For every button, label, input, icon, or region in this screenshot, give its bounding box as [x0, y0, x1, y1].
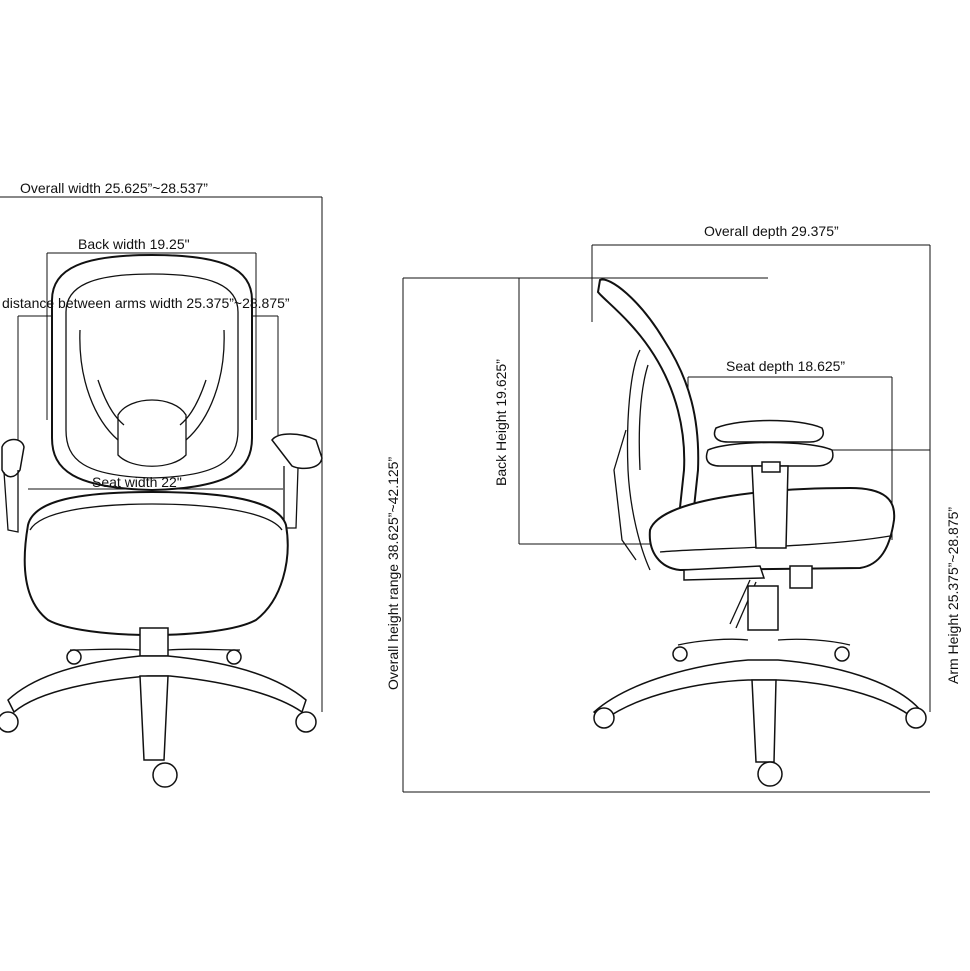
overall-height-range-label: Overall height range 38.625”~42.125” [385, 457, 401, 690]
front-right-armrest [271, 433, 323, 529]
front-backrest [51, 253, 253, 492]
front-left-armrest [1, 438, 25, 533]
side-base [592, 638, 923, 763]
back-width-label: Back width 19.25" [78, 236, 190, 252]
side-armrest [705, 419, 834, 549]
seat-depth-label: Seat depth 18.625” [726, 358, 845, 374]
side-mechanism [683, 565, 813, 629]
front-seat [23, 490, 289, 636]
back-height-label: Back Height 19.625” [493, 359, 509, 486]
front-base [7, 648, 307, 761]
overall-width-label: Overall width 25.625”~28.537” [20, 180, 208, 196]
arms-distance-label: distance between arms width 25.375”~28.8… [2, 295, 290, 311]
front-casters [0, 649, 317, 788]
side-view: Overall depth 29.375” Seat depth 18.625”… [385, 223, 961, 793]
front-view: Overall width 25.625”~28.537” Back width… [0, 180, 323, 788]
arm-height-label: Arm Height 25.375”~28.875” [945, 507, 961, 684]
front-gas-column [139, 627, 169, 657]
overall-depth-label: Overall depth 29.375” [704, 223, 839, 239]
seat-width-label: Seat width 22" [92, 474, 182, 490]
side-gas-column [747, 585, 779, 631]
side-casters [593, 646, 927, 787]
